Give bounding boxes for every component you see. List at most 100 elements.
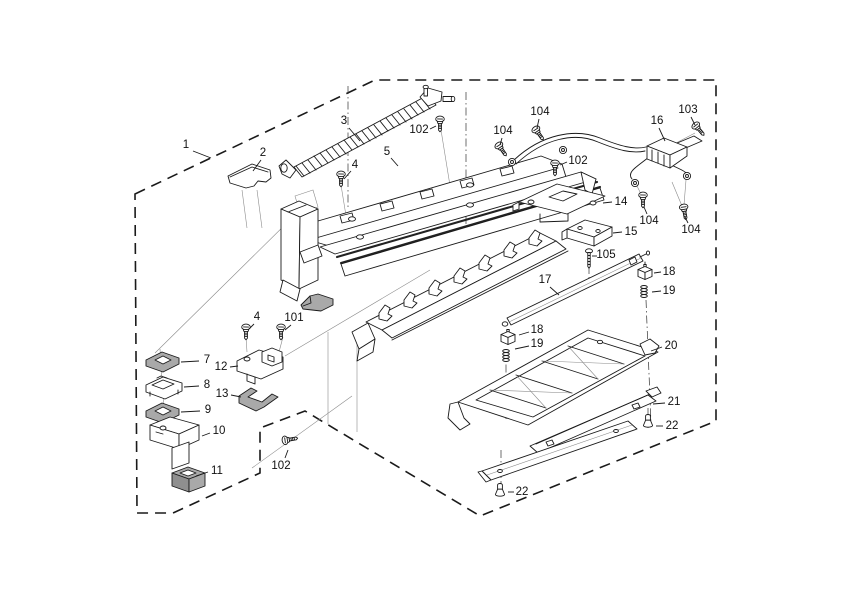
leader-line-102 bbox=[429, 125, 437, 130]
hooked-guide-rail bbox=[351, 229, 569, 362]
part-number-105: 105 bbox=[596, 249, 615, 261]
part-10-bracket bbox=[149, 416, 200, 470]
assembly-boundary-outline bbox=[134, 79, 717, 517]
leader-line-10 bbox=[201, 432, 211, 437]
part-number-2: 2 bbox=[260, 147, 266, 159]
part-18-bearing-block bbox=[637, 264, 653, 280]
part-number-18: 18 bbox=[531, 324, 544, 336]
part-11-foam-block bbox=[171, 466, 206, 493]
part-2-cover-plate bbox=[227, 163, 272, 189]
part-6-corner-pad bbox=[300, 293, 334, 312]
leader-line-104 bbox=[643, 206, 648, 215]
part-number-1: 1 bbox=[183, 139, 189, 151]
ring-terminal bbox=[507, 157, 517, 167]
leader-line-2 bbox=[252, 159, 262, 172]
part-105-long-screw bbox=[585, 248, 593, 269]
leader-line-5 bbox=[390, 157, 399, 167]
part-16-connector bbox=[646, 135, 703, 169]
leader-line-102 bbox=[284, 449, 289, 459]
part-number-14: 14 bbox=[615, 196, 628, 208]
leader-line-103 bbox=[690, 116, 696, 126]
part-number-10: 10 bbox=[213, 425, 226, 437]
leader-line-104 bbox=[536, 118, 540, 129]
part-14-bracket-plate bbox=[512, 183, 606, 223]
leader-line-104 bbox=[499, 137, 503, 146]
part-number-102: 102 bbox=[271, 460, 290, 472]
part-number-104: 104 bbox=[530, 106, 550, 118]
leader-line-104 bbox=[684, 216, 689, 224]
part-number-4: 4 bbox=[352, 159, 359, 171]
part-7-pad bbox=[145, 351, 180, 373]
part-104-screw bbox=[493, 140, 511, 159]
part-20-tray-frame bbox=[447, 329, 660, 431]
part-number-22: 22 bbox=[666, 420, 679, 432]
part-number-102: 102 bbox=[409, 124, 428, 136]
leader-line-3 bbox=[348, 127, 361, 142]
leader-line-101 bbox=[284, 324, 292, 331]
part-number-12: 12 bbox=[215, 361, 228, 373]
part-number-4: 4 bbox=[254, 311, 261, 323]
part-number-102: 102 bbox=[568, 155, 587, 167]
part-number-15: 15 bbox=[625, 226, 638, 238]
leader-line-11 bbox=[195, 471, 209, 477]
part-3-ribbed-guide bbox=[278, 84, 456, 179]
leader-line-15 bbox=[612, 231, 623, 234]
part-15-terminal-block bbox=[561, 219, 613, 247]
part-8-clip bbox=[145, 375, 183, 400]
part-number-19: 19 bbox=[531, 338, 544, 350]
part-number-20: 20 bbox=[665, 340, 678, 352]
leader-line-9 bbox=[180, 410, 201, 413]
part-104-screw bbox=[678, 202, 691, 221]
leader-line-17 bbox=[549, 286, 560, 296]
part-number-7: 7 bbox=[204, 354, 210, 366]
part-number-104: 104 bbox=[493, 125, 513, 137]
part-number-3: 3 bbox=[341, 115, 347, 127]
leader-line-18 bbox=[518, 331, 530, 336]
part-number-101: 101 bbox=[284, 312, 303, 324]
ring-terminal bbox=[558, 145, 568, 155]
leader-line-19 bbox=[651, 290, 662, 293]
part-number-19: 19 bbox=[663, 285, 676, 297]
ring-terminal bbox=[682, 171, 692, 181]
leader-line-13 bbox=[230, 394, 242, 398]
part-19-spring bbox=[640, 285, 648, 298]
part-number-104: 104 bbox=[639, 215, 659, 227]
part-number-9: 9 bbox=[205, 404, 211, 416]
leader-line-1 bbox=[192, 150, 212, 159]
part-number-18: 18 bbox=[663, 266, 676, 278]
leader-line-7 bbox=[180, 360, 200, 363]
leader-line-16 bbox=[658, 127, 666, 142]
part-number-5: 5 bbox=[384, 146, 390, 158]
leader-line-14 bbox=[602, 201, 613, 204]
part-12-holder-bracket bbox=[236, 347, 284, 385]
leader-line-4 bbox=[343, 170, 352, 180]
main-frame-assembly bbox=[279, 171, 605, 302]
part-102-screw bbox=[280, 433, 299, 446]
ring-terminal bbox=[630, 178, 640, 188]
leader-line-18 bbox=[653, 271, 662, 274]
part-number-22: 22 bbox=[516, 486, 529, 498]
part-number-17: 17 bbox=[539, 274, 552, 286]
part-number-104: 104 bbox=[681, 224, 701, 236]
part-103-screw bbox=[690, 120, 708, 139]
leader-line-4 bbox=[248, 323, 255, 330]
part-number-103: 103 bbox=[678, 104, 697, 116]
part-4-screw bbox=[241, 323, 251, 341]
leader-line-12 bbox=[229, 365, 239, 368]
part-101-screw bbox=[276, 323, 286, 341]
part-number-11: 11 bbox=[211, 465, 223, 477]
part-104-screw bbox=[638, 191, 648, 209]
part-17-rod bbox=[501, 250, 651, 327]
leader-line-20 bbox=[650, 346, 663, 352]
lower-cover-plate bbox=[477, 420, 638, 483]
leader-line-8 bbox=[183, 385, 200, 388]
part-13-u-channel-pad bbox=[238, 387, 279, 412]
part-102-screw bbox=[435, 115, 445, 133]
part-22-screw bbox=[494, 483, 506, 497]
part-number-16: 16 bbox=[651, 115, 664, 127]
part-19-spring bbox=[502, 349, 510, 362]
part-number-21: 21 bbox=[668, 396, 681, 408]
